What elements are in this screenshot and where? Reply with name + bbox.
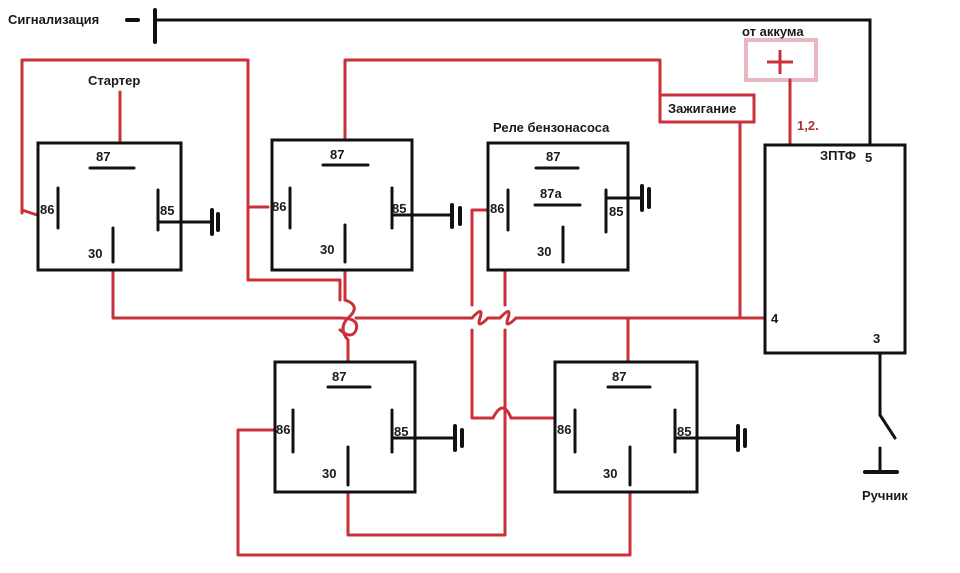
relay-fuel-pump-pin-30: 30: [537, 244, 551, 259]
relay-fuel-pump-pin-87: 87: [546, 149, 560, 164]
relay-ignition-pin-85: 85: [392, 201, 406, 216]
relay-starter-pin-86: 86: [40, 202, 54, 217]
module-pin-3: 3: [873, 331, 880, 346]
handbrake-switch: [863, 351, 899, 474]
relay-bottom-left-pin-86: 86: [276, 422, 290, 437]
relay-bottom-right-pin-87: 87: [612, 369, 626, 384]
relay-bottom-right: [553, 360, 747, 494]
battery-pins-label: 1,2.: [797, 118, 819, 133]
relay-starter: [36, 141, 220, 272]
relay-ignition-pin-30: 30: [320, 242, 334, 257]
relay-starter-pin-30: 30: [88, 246, 102, 261]
ignition-box: [658, 93, 756, 124]
relay-fuel-pump: [486, 141, 651, 272]
alarm-wire: [125, 8, 872, 147]
relay-starter-pin-85: 85: [160, 203, 174, 218]
relay-ignition: [270, 138, 462, 272]
module-name: ЗПТФ: [820, 148, 856, 163]
starter-label: Стартер: [88, 73, 140, 88]
alarm-label: Сигнализация: [8, 12, 99, 27]
relay-bottom-left: [273, 360, 464, 494]
battery-terminal: [744, 38, 818, 82]
handbrake-label: Ручник: [862, 488, 908, 503]
relay-fuel-pump-pin-87a: 87a: [540, 186, 562, 201]
relay-ignition-pin-86: 86: [272, 199, 286, 214]
relay-bottom-right-pin-85: 85: [677, 424, 691, 439]
relay-fuel-pump-pin-86: 86: [490, 201, 504, 216]
relay-bottom-right-pin-86: 86: [557, 422, 571, 437]
ignition-label: Зажигание: [668, 101, 736, 116]
relay-bottom-left-pin-30: 30: [322, 466, 336, 481]
relay-starter-pin-87: 87: [96, 149, 110, 164]
module-pin-5: 5: [865, 150, 872, 165]
zptf-module: [763, 143, 907, 355]
relay-bottom-right-pin-30: 30: [603, 466, 617, 481]
fuel-pump-relay-label: Реле бензонасоса: [493, 120, 610, 135]
battery-label: от аккума: [742, 24, 804, 39]
module-pin-4: 4: [771, 311, 779, 326]
relay-bottom-left-pin-87: 87: [332, 369, 346, 384]
relay-ignition-pin-87: 87: [330, 147, 344, 162]
relay-fuel-pump-pin-85: 85: [609, 204, 623, 219]
relay-bottom-left-pin-85: 85: [394, 424, 408, 439]
